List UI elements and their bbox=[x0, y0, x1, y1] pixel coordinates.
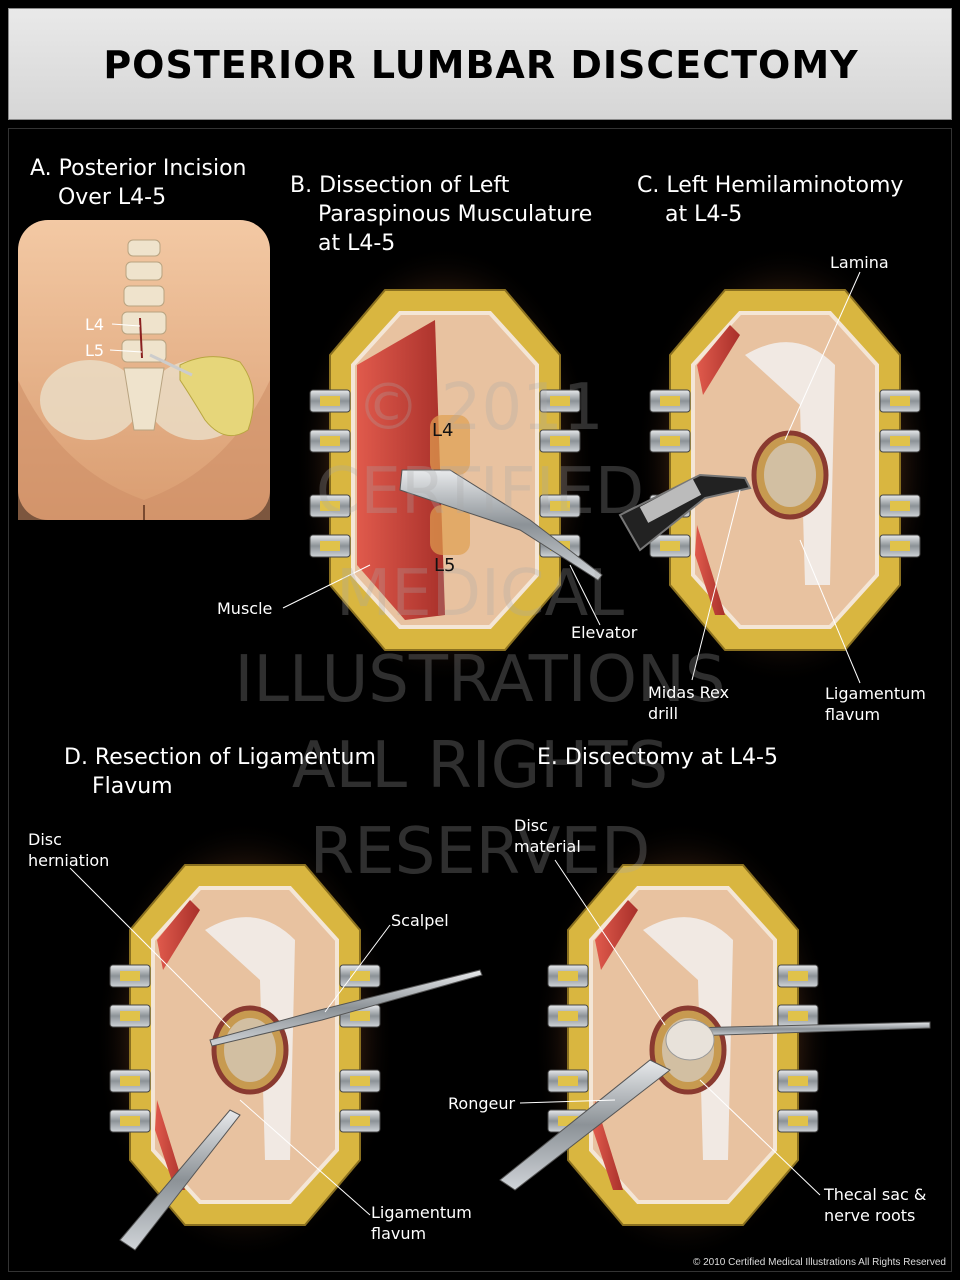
watermark-line-3: MEDICAL bbox=[336, 557, 624, 631]
label-e-rongeur: Rongeur bbox=[448, 1094, 516, 1113]
panel-a-back bbox=[18, 220, 270, 520]
label-c-ligamentum: Ligamentum flavum bbox=[825, 684, 926, 724]
heading-a: A. Posterior Incision Over L4-5 bbox=[30, 156, 247, 210]
label-d-scalpel: Scalpel bbox=[391, 911, 449, 930]
copyright-footer: © 2010 Certified Medical Illustrations A… bbox=[692, 1257, 946, 1268]
heading-c: C. Left Hemilaminotomy at L4-5 bbox=[637, 173, 904, 227]
label-d-ligamentum: Ligamentum flavum bbox=[371, 1203, 472, 1243]
title-bar: POSTERIOR LUMBAR DISCECTOMY bbox=[8, 8, 952, 120]
heading-b: B. Dissection of Left Paraspinous Muscul… bbox=[290, 173, 593, 256]
panel-c-field bbox=[635, 245, 935, 685]
label-e-thecal: Thecal sac & nerve roots bbox=[824, 1185, 927, 1225]
heading-e: E. Discectomy at L4-5 bbox=[537, 745, 778, 770]
watermark-line-4: ILLUSTRATIONS bbox=[234, 643, 726, 717]
page-title: POSTERIOR LUMBAR DISCECTOMY bbox=[103, 43, 859, 87]
instruments bbox=[119, 469, 931, 1251]
watermark-line-1: © 2011 bbox=[356, 371, 604, 445]
leader-lines bbox=[69, 271, 861, 1216]
label-c-lamina: Lamina bbox=[830, 253, 889, 272]
label-e-disc-material: Disc material bbox=[514, 816, 581, 856]
panel-d-field bbox=[95, 820, 395, 1260]
watermark-line-5: ALL RIGHTS bbox=[291, 729, 669, 803]
label-b-muscle: Muscle bbox=[217, 599, 273, 618]
watermark-line-6: RESERVED bbox=[309, 815, 651, 889]
label-b-l5: L5 bbox=[434, 555, 456, 576]
label-d-herniation: Disc herniation bbox=[28, 830, 110, 870]
heading-d: D. Resection of Ligamentum Flavum bbox=[64, 745, 376, 799]
watermark-line-2: CERTIFIED bbox=[315, 455, 645, 529]
label-a-l5: L5 bbox=[85, 341, 105, 360]
label-a-l4: L4 bbox=[85, 315, 105, 334]
label-b-elevator: Elevator bbox=[571, 623, 638, 642]
label-c-drill: Midas Rex drill bbox=[648, 683, 730, 723]
label-b-l4: L4 bbox=[432, 420, 454, 441]
